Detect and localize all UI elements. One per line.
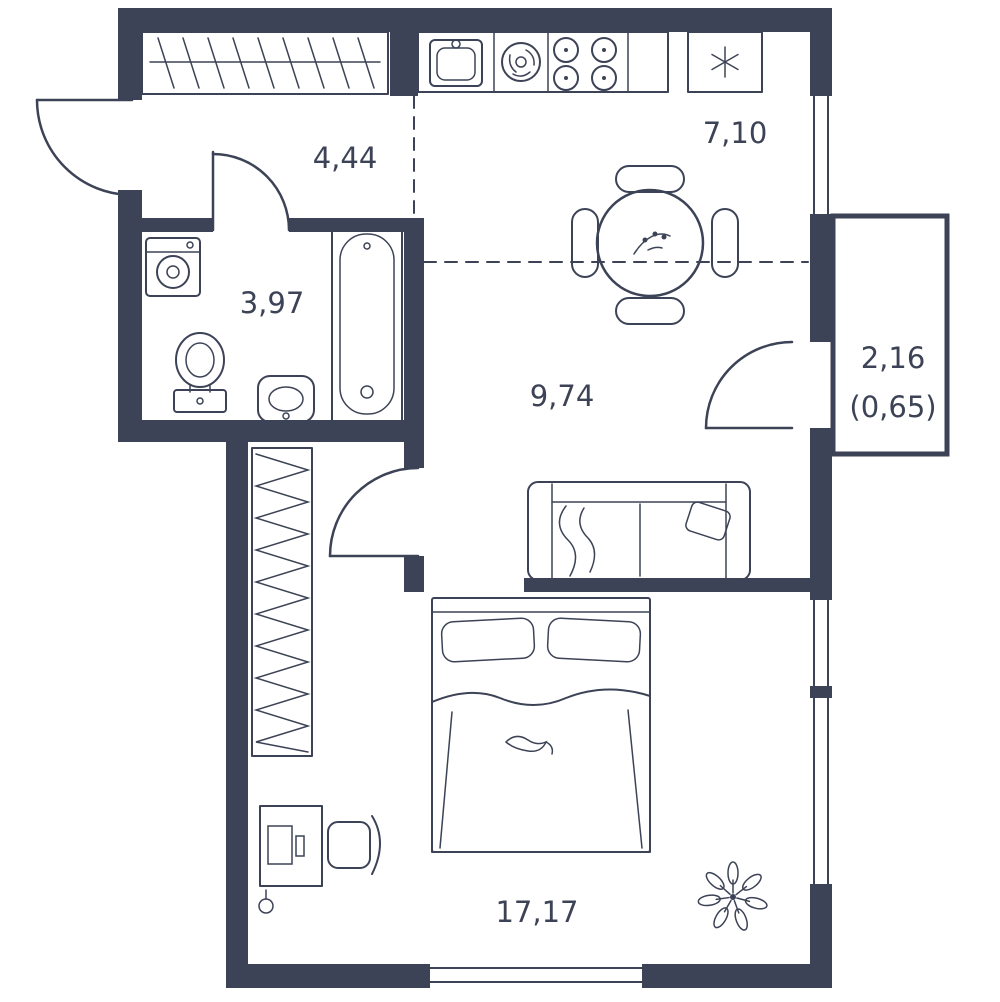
room-area-label-bedroom: 17,17 xyxy=(495,895,578,929)
kitchen-window xyxy=(810,95,832,215)
washing-machine-icon xyxy=(145,237,201,297)
bedroom-window-bottom xyxy=(429,964,643,988)
windows xyxy=(429,95,832,988)
wall-bathroom-bottom xyxy=(118,420,424,442)
room-area-label-balcony-reduced: (0,65) xyxy=(849,390,936,424)
entrance-door xyxy=(35,98,134,197)
room-area-label-bathroom: 3,97 xyxy=(240,286,305,320)
wall-closet-divider xyxy=(390,8,418,96)
dining-chairs-icon xyxy=(571,165,739,325)
kitchen-counter xyxy=(417,31,669,93)
stove-icon xyxy=(553,37,617,91)
wall-living-bedroom xyxy=(524,578,812,592)
balcony-door xyxy=(704,340,794,430)
balcony-outline xyxy=(830,213,950,457)
room-area-label-hallway: 4,44 xyxy=(313,141,378,175)
plant-icon xyxy=(697,861,768,931)
wall-bathroom-living xyxy=(404,218,424,468)
bathroom-door xyxy=(211,150,291,232)
wall-left-upper xyxy=(118,8,142,100)
wall-bathroom-top-left xyxy=(142,218,213,232)
bathtub-icon xyxy=(331,225,403,423)
desk-icon xyxy=(259,805,323,887)
bedroom-window-upper xyxy=(810,599,832,687)
wall-corridor-left xyxy=(226,420,248,988)
cooker-hood-icon xyxy=(501,42,541,82)
floor-lamp-icon xyxy=(258,889,274,914)
sofa-icon xyxy=(527,481,751,581)
wardrobe-hangers-icon xyxy=(141,31,389,95)
double-bed-icon xyxy=(431,597,651,853)
balcony-doorway-opening xyxy=(810,342,832,428)
dining-table-icon xyxy=(595,188,705,298)
wall-door-stub xyxy=(404,556,424,592)
built-in-wardrobe-icon xyxy=(251,447,313,757)
living-room-door xyxy=(328,466,420,558)
desk-chair-icon xyxy=(327,815,381,875)
wall-top xyxy=(118,8,832,32)
fridge-icon xyxy=(687,31,763,93)
wall-left-lower xyxy=(118,190,142,442)
room-area-label-living-room: 9,74 xyxy=(530,379,595,413)
room-area-label-balcony: 2,16 xyxy=(861,341,926,375)
kitchen-sink-icon xyxy=(429,39,483,87)
bedroom-window-lower xyxy=(810,697,832,885)
pedestal-sink-icon xyxy=(257,375,315,423)
room-area-label-kitchen: 7,10 xyxy=(703,116,768,150)
toilet-icon xyxy=(173,332,227,413)
